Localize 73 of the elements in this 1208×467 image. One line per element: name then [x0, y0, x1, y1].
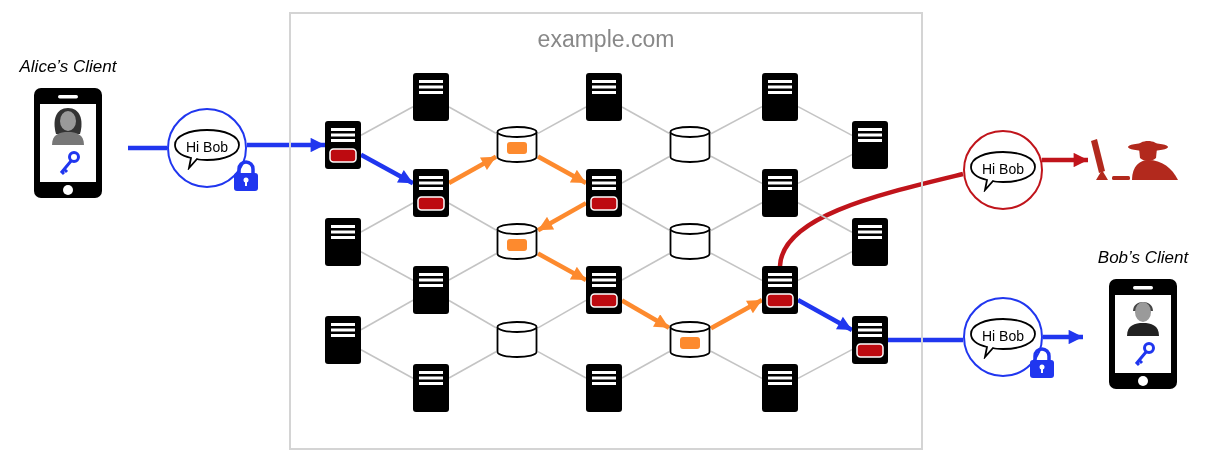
connector-line: [621, 252, 670, 281]
client-label: Bob’s Client: [1096, 248, 1190, 268]
connector-line: [360, 202, 414, 233]
message-text: Hi Bob: [185, 139, 229, 155]
arrow: [447, 154, 498, 185]
connector-line: [360, 349, 414, 379]
connector-line: [797, 202, 853, 233]
server: [325, 218, 361, 266]
connector-line: [621, 155, 670, 184]
server: [762, 169, 798, 217]
connector-line: [797, 250, 853, 282]
connector-line: [537, 106, 587, 135]
container-frame: [289, 12, 923, 450]
server: [413, 364, 449, 412]
connector-line: [448, 202, 497, 231]
connector-line: [777, 171, 964, 267]
arrow: [359, 152, 415, 186]
server: [852, 316, 888, 364]
server: [762, 73, 798, 121]
server: [762, 364, 798, 412]
arrow: [1041, 152, 1088, 168]
message-text: Hi Bob: [981, 328, 1025, 344]
server: [413, 73, 449, 121]
arrow: [1043, 329, 1083, 345]
server: [586, 364, 622, 412]
connector-line: [360, 251, 414, 281]
server: [413, 266, 449, 314]
server: [413, 169, 449, 217]
connector-line: [621, 350, 670, 379]
connector-line: [128, 145, 167, 151]
arrow: [620, 298, 671, 330]
server: [586, 169, 622, 217]
connector-line: [621, 106, 670, 135]
server: [762, 266, 798, 314]
database-cylinder: [669, 223, 711, 261]
connector-line: [710, 252, 763, 282]
connector-line: [621, 202, 670, 231]
server: [852, 218, 888, 266]
connector-line: [710, 155, 763, 185]
database-cylinder: [496, 126, 538, 164]
arrow: [796, 298, 854, 332]
connector-line: [710, 350, 763, 380]
arrow: [709, 298, 764, 331]
connector-line: [448, 350, 497, 379]
server: [586, 266, 622, 314]
arrow: [246, 137, 325, 153]
connector-line: [797, 153, 853, 185]
connector-line: [537, 299, 587, 329]
message-text: Hi Bob: [981, 161, 1025, 177]
connector-line: [710, 105, 763, 135]
connector-line: [797, 348, 853, 380]
connector-line: [537, 350, 587, 379]
connector-line: [710, 202, 763, 232]
connector-line: [360, 299, 414, 331]
connector-line: [448, 252, 497, 281]
server: [586, 73, 622, 121]
server: [325, 316, 361, 364]
database-cylinder: [669, 321, 711, 359]
server: [325, 121, 361, 169]
connector-line: [448, 106, 497, 135]
arrow: [536, 154, 588, 186]
client-label: Alice’s Client: [18, 57, 118, 77]
database-cylinder: [669, 126, 711, 164]
connector-line: [888, 337, 964, 343]
container-title: example.com: [536, 26, 676, 53]
arrow: [536, 251, 588, 283]
arrow: [536, 201, 588, 233]
server: [852, 121, 888, 169]
connector-line: [797, 105, 853, 137]
database-cylinder: [496, 321, 538, 359]
connector-line: [360, 106, 414, 136]
database-cylinder: [496, 223, 538, 261]
connector-line: [448, 299, 497, 329]
